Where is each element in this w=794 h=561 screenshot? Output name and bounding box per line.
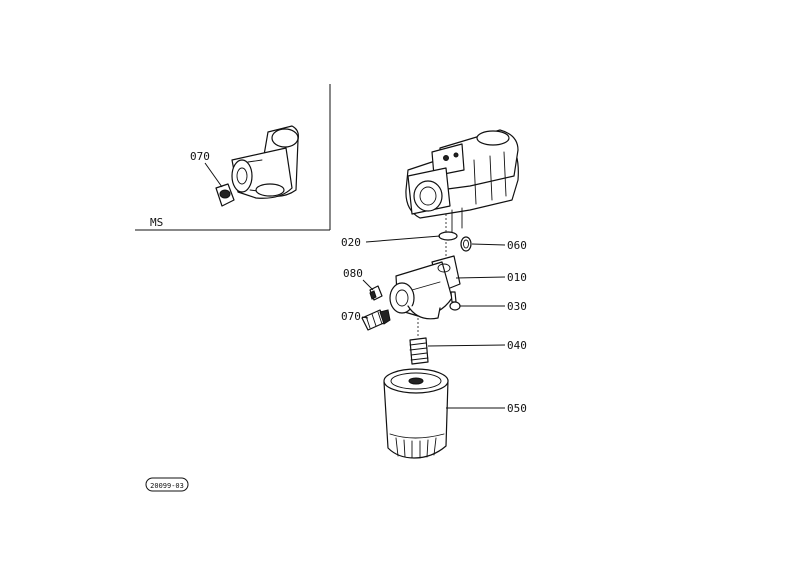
inset-filter-head [215,125,299,207]
inset-ms-panel: MS 070 [135,84,331,231]
center-stud-040 [409,337,429,365]
bolt-030 [449,291,461,311]
oil-filter-050 [383,368,449,459]
inset-label: MS [150,216,163,229]
filter-head-010 [389,255,461,320]
inset-leader-070 [204,162,223,188]
inset-callout-070: 070 [190,150,210,163]
fitting-070 [361,309,391,331]
leader-020 [365,235,441,243]
callout-020: 020 [341,236,361,249]
callout-010: 010 [507,271,527,284]
callouts: 020 060 080 010 030 070 040 050 [341,235,527,415]
leader-070 [361,316,369,319]
main-assembly [361,129,519,459]
o-ring-020 [438,231,458,241]
callout-050: 050 [507,402,527,415]
hydraulic-pump [405,129,519,233]
drawing-code: 20099-03 [150,482,184,490]
callout-070: 070 [341,310,361,323]
leader-080 [362,279,374,291]
drawing-code-badge: 20099-03 [145,477,189,492]
callout-080: 080 [343,267,363,280]
leader-060 [471,243,506,246]
leader-010 [455,276,506,279]
seal-ring-060 [460,236,472,252]
callout-030: 030 [507,300,527,313]
callout-040: 040 [507,339,527,352]
callout-060: 060 [507,239,527,252]
leader-040 [427,344,506,347]
